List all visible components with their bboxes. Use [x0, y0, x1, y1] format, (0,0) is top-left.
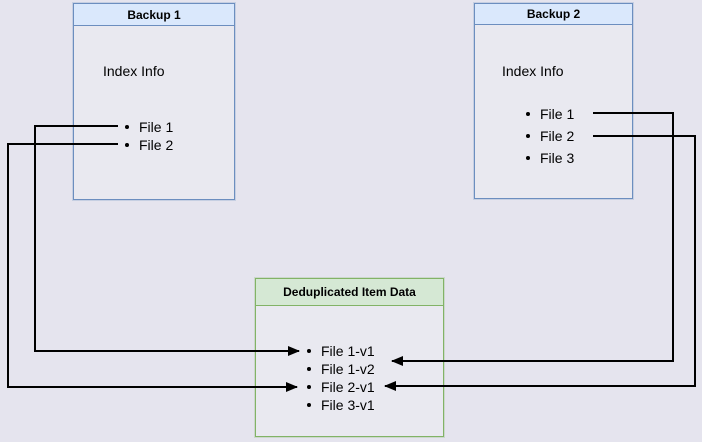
backup2-file2-label: File 2 [540, 128, 575, 144]
backup2-file3-item: File 3 [526, 149, 574, 167]
dedup-file2-v1-item: File 2-v1 [307, 378, 375, 396]
backup2-title: Backup 2 [475, 4, 632, 25]
dedup-file2-v1-label: File 2-v1 [321, 379, 375, 395]
bullet-icon [526, 134, 530, 138]
backup1-file2-item: File 2 [125, 136, 173, 154]
backup2-index-info-label: Index Info [502, 63, 564, 79]
deduplicated-item-data-box: Deduplicated Item Data File 1-v1 File 1-… [255, 278, 444, 437]
bullet-icon [125, 143, 129, 147]
backup1-file1-label: File 1 [139, 119, 174, 135]
bullet-icon [307, 367, 311, 371]
backup2-file3-label: File 3 [540, 150, 575, 166]
dedup-file1-v1-label: File 1-v1 [321, 343, 375, 359]
bullet-icon [307, 403, 311, 407]
backup2-file1-item: File 1 [526, 105, 574, 123]
dedup-file3-v1-item: File 3-v1 [307, 396, 375, 414]
backup1-index-info-label: Index Info [103, 63, 165, 79]
backup1-file1-item: File 1 [125, 118, 173, 136]
backup2-file1-label: File 1 [540, 106, 575, 122]
bullet-icon [307, 349, 311, 353]
backup1-title: Backup 1 [74, 4, 234, 26]
bullet-icon [125, 125, 129, 129]
backup1-file2-label: File 2 [139, 137, 174, 153]
dedup-title: Deduplicated Item Data [256, 279, 443, 306]
backup1-box: Backup 1 Index Info File 1 File 2 [73, 3, 235, 200]
bullet-icon [307, 385, 311, 389]
backup2-box: Backup 2 Index Info File 1 File 2 File 3 [474, 3, 633, 199]
dedup-file1-v2-item: File 1-v2 [307, 360, 375, 378]
bullet-icon [526, 112, 530, 116]
backup2-file2-item: File 2 [526, 127, 574, 145]
dedup-file1-v1-item: File 1-v1 [307, 342, 375, 360]
bullet-icon [526, 156, 530, 160]
dedup-file3-v1-label: File 3-v1 [321, 397, 375, 413]
dedup-file1-v2-label: File 1-v2 [321, 361, 375, 377]
